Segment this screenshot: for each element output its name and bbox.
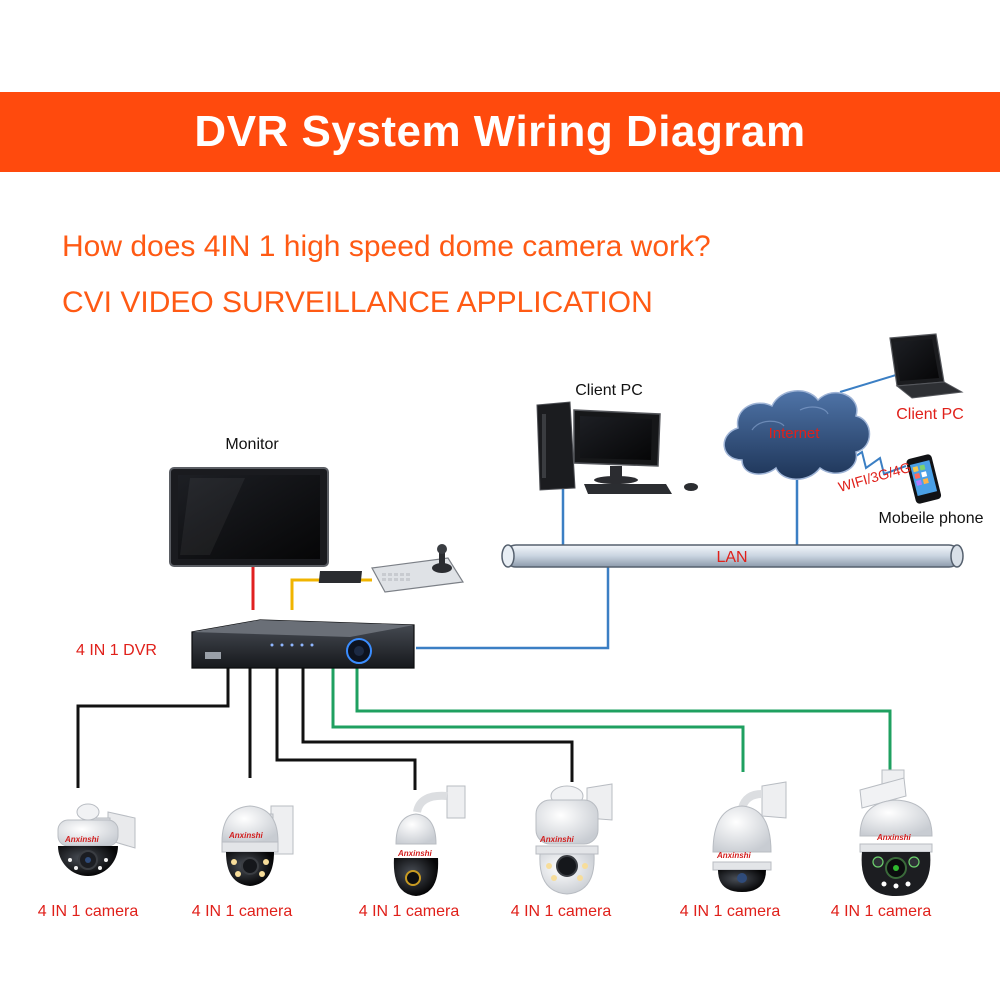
dvr: 4 IN 1 DVR [76,619,415,669]
camera-wire-5 [331,668,745,772]
camera-wire-1 [76,665,230,788]
page-title: DVR System Wiring Diagram [194,107,806,156]
ptz-keyboard [318,544,465,593]
camera-2-brand: Anxinshi [228,831,264,840]
camera-6: Anxinshi 4 IN 1 camera [831,769,933,920]
camera-wires [76,665,892,790]
keyboard-wire [290,578,372,610]
camera-5-label: 4 IN 1 camera [680,903,781,920]
camera-wire-4 [301,665,574,782]
subtitle-application: CVI VIDEO SURVEILLANCE APPLICATION [62,286,653,319]
camera-4-label: 4 IN 1 camera [511,903,612,920]
lan-label: LAN [716,549,747,566]
camera-3-label: 4 IN 1 camera [359,903,460,920]
camera-4: Anxinshi 4 IN 1 camera [511,783,613,920]
camera-1: Anxinshi 4 IN 1 camera [38,803,139,920]
monitor-label: Monitor [225,436,279,453]
camera-wire-6 [355,668,892,776]
client-pc-laptop-label: Client PC [896,406,964,423]
internet-label: Internet [769,425,821,442]
dvr-label: 4 IN 1 DVR [76,642,157,659]
mobile-phone: WIFI/3G/4G Mobeile phone [836,454,984,527]
camera-2: Anxinshi 4 IN 1 camera [192,805,294,920]
camera-wire-3 [275,665,417,790]
camera-3-brand: Anxinshi [397,849,433,858]
lan-bus: LAN [501,544,964,568]
monitor: Monitor [169,436,329,567]
camera-3: Anxinshi 4 IN 1 camera [359,785,466,920]
camera-2-label: 4 IN 1 camera [192,903,293,920]
camera-4-brand: Anxinshi [539,835,575,844]
subtitle-question: How does 4IN 1 high speed dome camera wo… [62,230,711,263]
phone-label: Mobeile phone [879,510,984,527]
client-pc-desktop: Client PC [536,382,698,494]
wireless-link [849,450,907,476]
internet-cloud: Internet [723,390,871,480]
camera-5-brand: Anxinshi [716,851,752,860]
camera-6-brand: Anxinshi [876,833,912,842]
client-pc-laptop: Client PC [889,333,964,423]
camera-1-label: 4 IN 1 camera [38,903,139,920]
dvr-lan-wire [416,565,610,650]
internet-laptop-wire [839,374,897,393]
camera-5: Anxinshi 4 IN 1 camera [680,781,787,920]
client-pc-desktop-label: Client PC [575,382,643,399]
network-wires [251,374,907,650]
camera-1-brand: Anxinshi [64,835,100,844]
title-banner: DVR System Wiring Diagram [0,92,1000,172]
camera-6-label: 4 IN 1 camera [831,903,932,920]
